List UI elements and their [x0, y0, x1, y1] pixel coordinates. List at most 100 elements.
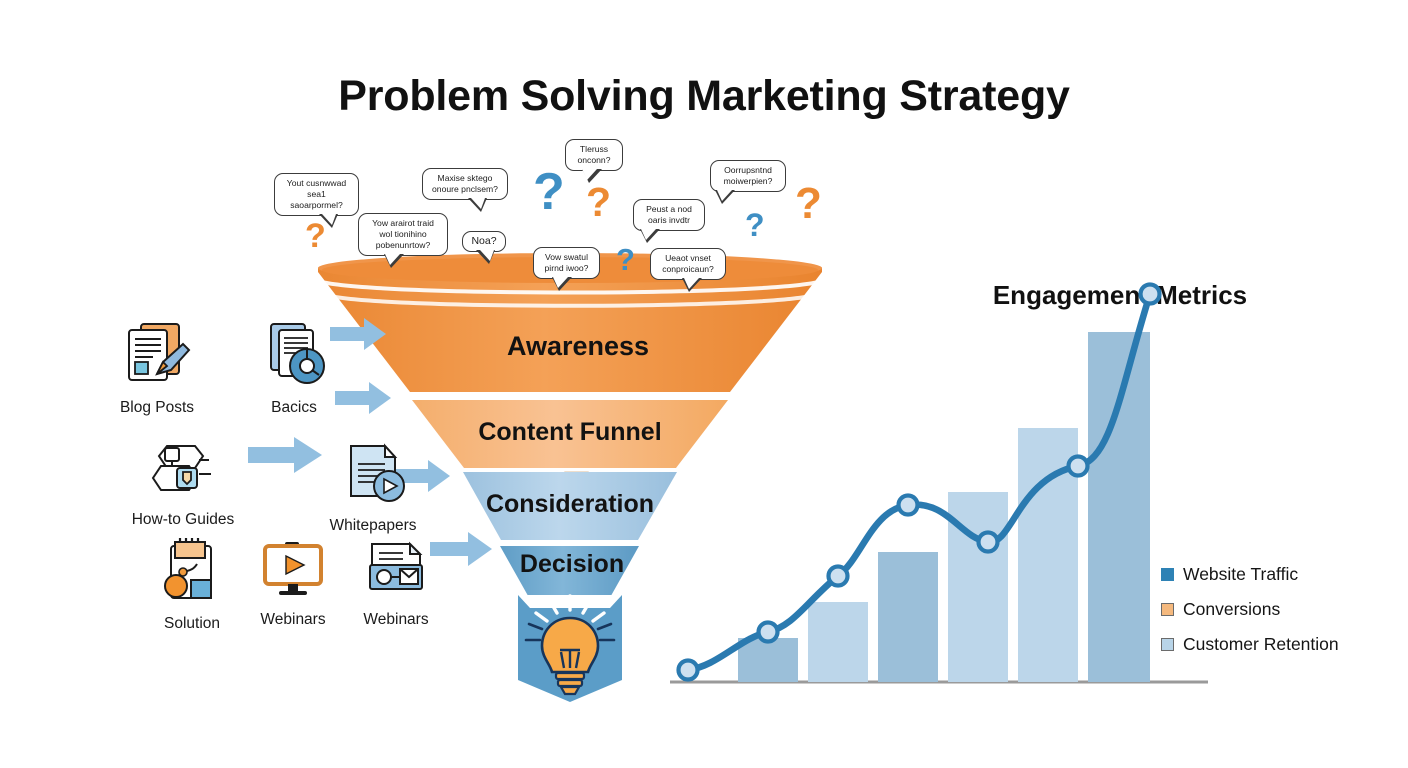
- bubble-line: onoure pnclsem?: [432, 184, 498, 194]
- funnel-stage-consideration: [463, 472, 677, 540]
- bubble-line: Maxise sktego: [437, 173, 493, 183]
- speech-bubble-3: Maxise sktego onoure pnclsem?: [422, 168, 508, 212]
- funnel-stage-decision: [500, 546, 639, 610]
- chart-line-series: [676, 282, 1162, 682]
- speech-bubble-6: Vow swatul pirnd iwoo?: [533, 247, 600, 291]
- bubble-tail-inner: [480, 250, 495, 261]
- icon-bacics[interactable]: Bacics: [240, 318, 348, 417]
- qmark-blue-2: ?: [616, 242, 635, 277]
- puzzle-nodes-icon: [151, 445, 211, 491]
- speech-bubble-5: Tleruss onconn?: [565, 139, 623, 183]
- icon-label: Blog Posts: [119, 399, 195, 416]
- bubble-line: Yow arairot traid: [372, 218, 434, 228]
- bubble-line: Vow swatul: [545, 252, 588, 262]
- bar-3: [878, 552, 938, 682]
- icon-label: Solution: [163, 615, 220, 632]
- icon-label: Webinars: [260, 611, 326, 628]
- line-marker: [826, 564, 850, 588]
- bubble-line: Oorrupsntnd: [724, 165, 772, 175]
- bubble-line: moiwerpien?: [723, 176, 773, 186]
- bubble-line: conproicaun?: [662, 264, 714, 274]
- funnel-label-decision: Decision: [520, 550, 624, 578]
- funnel-label-awareness: Awareness: [507, 331, 649, 361]
- bubble-tail-inner: [582, 169, 598, 180]
- bubble-tail-inner: [384, 254, 400, 265]
- bubble-line: wol tionihino: [379, 229, 427, 239]
- bubble-tail-inner: [683, 278, 699, 289]
- icon-label: Webinars: [363, 611, 429, 628]
- icon-blog-posts[interactable]: Blog Posts: [97, 318, 217, 417]
- icon-label: How-to Guides: [131, 511, 235, 528]
- icon-webinars-2[interactable]: Webinars: [348, 538, 444, 629]
- qmark-orange-3: ?: [795, 179, 822, 228]
- bubble-tail-inner: [552, 277, 568, 288]
- document-pencil-icon: [128, 323, 191, 381]
- legend-swatch-customer-retention: [1161, 638, 1174, 651]
- bubble-tail-inner: [471, 198, 486, 209]
- arrow-right-icon-5: [430, 532, 492, 566]
- qmark-orange-2: ?: [586, 179, 612, 225]
- bubble-line: Peust a nod: [646, 204, 692, 214]
- qmark-blue-3: ?: [745, 207, 765, 243]
- line-marker: [896, 493, 920, 517]
- legend-swatch-conversions: [1161, 603, 1174, 616]
- arrow-right-icon-4: [396, 460, 450, 492]
- marketing-funnel: Awareness Content Funnel Consideration D…: [318, 253, 822, 702]
- speech-bubble-9: Oorrupsntnd moiwerpien?: [710, 160, 786, 204]
- clipboard-chart-icon: [164, 534, 212, 599]
- bubble-line: pobenunrtow?: [375, 240, 431, 250]
- icon-label: Bacics: [271, 399, 317, 416]
- speech-bubble-2: Yow arairot traid wol tionihino pobenunr…: [358, 213, 448, 268]
- bubble-line: Noa?: [471, 235, 497, 247]
- speech-bubble-7: Peust a nod oaris invdtr: [633, 199, 705, 243]
- speech-bubble-1: Yout cusnwwad sea1 saoarpormel?: [274, 173, 359, 228]
- arrow-right-icon-3: [248, 437, 322, 473]
- line-marker: [676, 658, 700, 682]
- chart-title: Engagement Metrics: [992, 280, 1248, 310]
- line-marker: [1138, 282, 1162, 306]
- bubble-line: sea1 saoarpormel?: [290, 189, 343, 210]
- document-email-icon: [369, 541, 423, 590]
- icon-solution[interactable]: Solution: [140, 534, 244, 633]
- bubble-line: oaris invdtr: [647, 215, 691, 225]
- icon-label: Whitepapers: [329, 517, 417, 534]
- legend-swatch-website-traffic: [1161, 568, 1174, 581]
- funnel-label-content: Content Funnel: [478, 418, 661, 446]
- bubble-line: Tleruss: [579, 144, 609, 154]
- bubble-tail-inner: [322, 214, 337, 225]
- legend-item-conversions[interactable]: Conversions: [1161, 599, 1280, 620]
- bubble-line: Yout cusnwwad: [286, 178, 347, 188]
- bubble-line: Ueaot vnset: [665, 253, 711, 263]
- bubble-tail-inner: [641, 229, 656, 240]
- icon-webinars-1[interactable]: Webinars: [245, 538, 341, 629]
- engagement-metrics-chart: [670, 282, 1208, 684]
- document-chart-icon: [270, 323, 325, 384]
- legend-item-customer-retention[interactable]: Customer Retention: [1161, 634, 1339, 655]
- line-marker: [1066, 454, 1090, 478]
- lightbulb-icon: [524, 594, 616, 696]
- icon-howto-guides[interactable]: How-to Guides: [120, 440, 246, 529]
- page-title: Problem Solving Marketing Strategy: [338, 72, 1070, 120]
- icon-whitepapers[interactable]: Whitepapers: [315, 440, 431, 535]
- funnel-stage-content: [412, 400, 728, 468]
- speech-bubble-8: Ueaot vnset conproicaun?: [650, 248, 726, 292]
- bar-6: [1088, 332, 1150, 682]
- line-marker: [976, 530, 1000, 554]
- legend-label: Conversions: [1183, 599, 1281, 619]
- arrow-right-icon-2: [335, 382, 391, 414]
- monitor-play-icon: [263, 542, 323, 595]
- speech-bubble-4: Noa?: [462, 231, 506, 264]
- bubble-line: onconn?: [577, 155, 611, 165]
- legend-label: Website Traffic: [1183, 564, 1299, 584]
- bubble-tail-inner: [716, 190, 732, 201]
- line-marker: [756, 620, 780, 644]
- qmark-blue-1: ?: [533, 163, 565, 221]
- arrow-right-icon-1: [330, 318, 386, 350]
- legend-item-website-traffic[interactable]: Website Traffic: [1161, 564, 1298, 585]
- legend-label: Customer Retention: [1183, 634, 1339, 654]
- document-play-icon: [350, 443, 405, 502]
- bubble-line: pirnd iwoo?: [544, 263, 589, 273]
- bar-1: [738, 638, 798, 682]
- bar-2: [808, 602, 868, 682]
